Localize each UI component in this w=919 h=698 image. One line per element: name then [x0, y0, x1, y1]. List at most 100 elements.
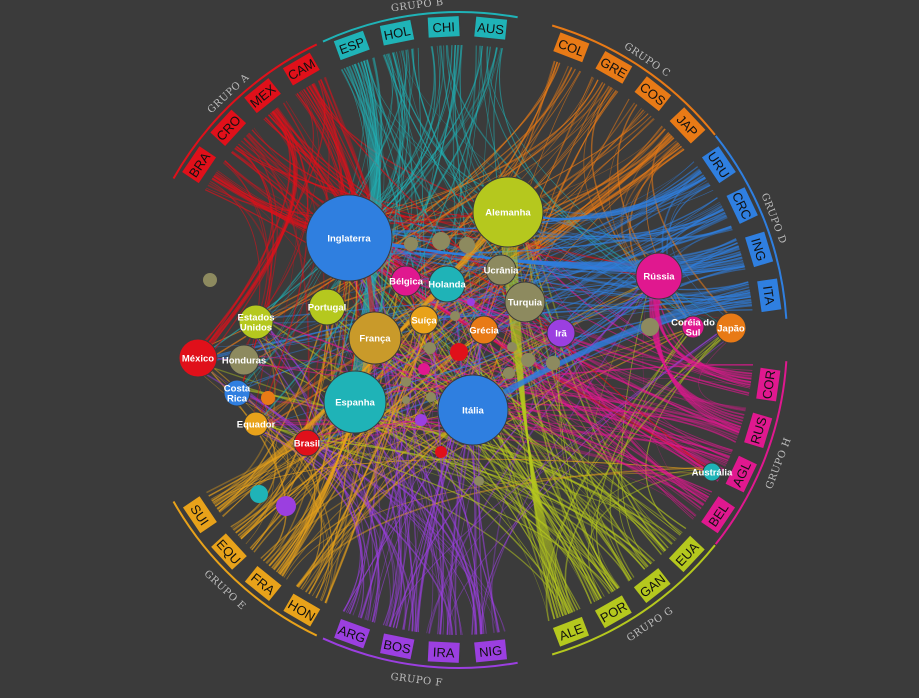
team-tab[interactable]: ITA [756, 277, 783, 314]
team-tab[interactable]: BRA [180, 144, 218, 185]
club-node[interactable] [459, 237, 475, 253]
team-tab[interactable]: ARG [332, 617, 372, 650]
team-tab[interactable]: POR [593, 594, 634, 630]
league-node[interactable]: Grécia [469, 315, 500, 345]
club-node[interactable] [415, 414, 427, 426]
club-node[interactable] [507, 342, 517, 352]
league-label: Coréia do [671, 318, 715, 329]
team-tab[interactable]: ALE [551, 615, 591, 648]
club-node[interactable] [546, 356, 560, 370]
link-line [247, 328, 619, 589]
league-node[interactable]: Bélgica [389, 265, 424, 297]
link-line [645, 325, 731, 535]
team-tab[interactable]: GAN [632, 566, 673, 605]
league-node[interactable]: Inglaterra [305, 194, 393, 282]
link-line [236, 353, 741, 431]
league-node[interactable]: Irã [546, 318, 576, 348]
link-line [329, 248, 669, 549]
club-node[interactable] [261, 391, 275, 405]
league-node[interactable]: Turquia [504, 281, 546, 323]
team-tab[interactable]: MEX [242, 76, 283, 115]
league-node[interactable]: México [178, 338, 218, 378]
team-tab[interactable]: CRC [725, 185, 760, 226]
league-node[interactable]: Honduras [222, 344, 266, 376]
club-node[interactable] [521, 353, 535, 367]
league-node[interactable]: Itália [437, 374, 509, 446]
link-bundle [477, 304, 753, 411]
link-line [500, 148, 685, 275]
club-node[interactable] [203, 273, 217, 287]
team-tab[interactable]: EUA [667, 534, 707, 574]
club-node[interactable] [450, 311, 460, 321]
league-node[interactable]: Holanda [428, 265, 466, 303]
club-node[interactable] [401, 377, 411, 387]
team-tab[interactable]: COR [755, 366, 782, 403]
team-tab[interactable]: URU [700, 144, 738, 185]
team-tab[interactable]: GRE [594, 49, 634, 86]
league-node[interactable]: Austrália [692, 462, 733, 482]
club-node[interactable] [276, 496, 296, 516]
club-node[interactable] [503, 367, 515, 379]
link-line [208, 335, 483, 497]
team-tab[interactable]: AUS [473, 15, 509, 41]
link-line [627, 147, 684, 266]
team-tab[interactable]: CHI [426, 15, 461, 39]
club-node[interactable] [641, 318, 659, 336]
club-node[interactable] [404, 237, 418, 251]
team-tab[interactable]: IRA [426, 640, 461, 664]
club-node[interactable] [474, 476, 484, 486]
link-line [426, 252, 742, 323]
team-tab[interactable]: ESP [332, 29, 372, 62]
group-arcs [172, 11, 788, 669]
league-node[interactable]: Portugal [308, 288, 347, 326]
group-label: GRUPO G [625, 605, 676, 644]
league-node[interactable]: Brasil [293, 429, 321, 457]
team-tab[interactable]: CAM [281, 51, 322, 87]
link-line [245, 134, 310, 441]
club-node[interactable] [402, 396, 410, 404]
link-line [378, 46, 491, 347]
team-tab[interactable]: RUS [742, 411, 774, 450]
link-line [196, 62, 561, 368]
team-tab[interactable]: NIG [473, 638, 509, 664]
club-node[interactable] [426, 392, 436, 402]
link-line [531, 143, 680, 301]
team-tab[interactable]: HOL [378, 18, 416, 47]
club-node[interactable] [424, 342, 436, 354]
link-line [445, 178, 706, 277]
team-tab[interactable]: COS [633, 74, 673, 113]
club-node[interactable] [450, 343, 468, 361]
team-tab[interactable]: HON [282, 592, 322, 628]
link-line [224, 160, 717, 472]
league-label: Irã [555, 329, 567, 340]
league-node[interactable]: França [348, 311, 402, 365]
team-tab[interactable]: BOS [378, 632, 416, 661]
club-node[interactable] [250, 485, 268, 503]
club-node[interactable] [432, 232, 450, 250]
link-line [315, 234, 358, 599]
link-line [481, 414, 666, 552]
link-line [341, 128, 666, 392]
team-tab[interactable]: JAP [668, 105, 707, 145]
league-node[interactable]: Equador [237, 411, 276, 437]
club-node[interactable] [467, 298, 475, 306]
link-line [498, 216, 752, 380]
league-label: Espanha [335, 398, 375, 409]
league-label: Estados [238, 313, 275, 324]
league-node[interactable]: Ucrânia [484, 254, 520, 286]
link-line [478, 328, 485, 634]
club-node[interactable] [435, 446, 447, 458]
league-node[interactable]: Espanha [323, 370, 387, 434]
league-node[interactable]: Alemanha [472, 176, 544, 248]
league-node[interactable]: Suíça [409, 305, 439, 335]
team-tab[interactable]: COL [552, 31, 591, 64]
club-node[interactable] [418, 363, 430, 375]
link-line [446, 331, 737, 635]
link-line [698, 333, 746, 410]
league-node[interactable]: Japão [715, 312, 747, 344]
league-node[interactable]: Rússia [635, 252, 683, 300]
team-tab[interactable]: ING [743, 230, 775, 269]
